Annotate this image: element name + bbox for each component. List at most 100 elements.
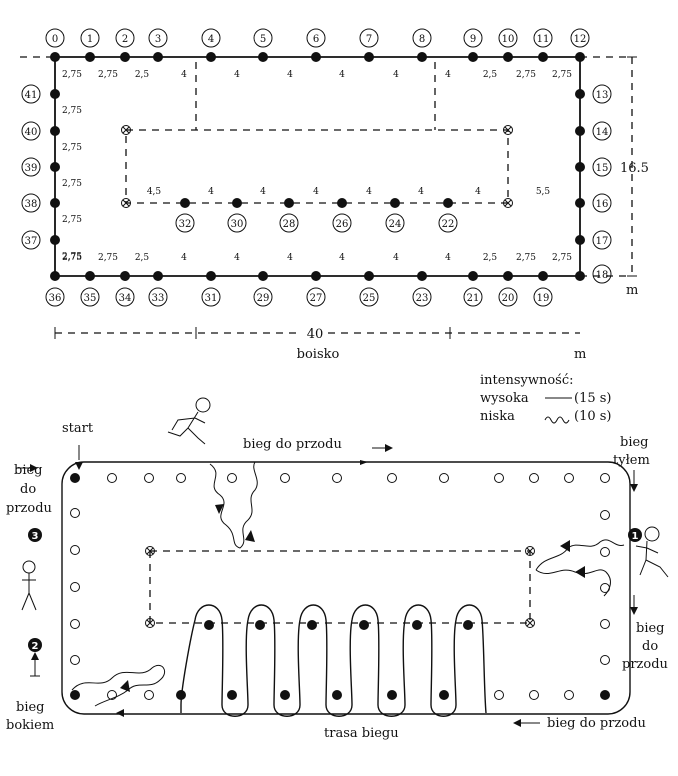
cone-16 <box>575 198 585 208</box>
svg-text:3: 3 <box>32 531 39 542</box>
cone-open <box>332 473 342 483</box>
cone-filled <box>439 690 449 700</box>
svg-text:23: 23 <box>416 293 429 304</box>
cone-filled <box>204 620 214 630</box>
label-4: 4 <box>201 28 221 48</box>
cone-7 <box>364 52 374 62</box>
label-24: 24 <box>385 213 405 233</box>
cone-29 <box>258 271 268 281</box>
cone-6 <box>311 52 321 62</box>
svg-text:15: 15 <box>596 163 609 174</box>
cone-21 <box>468 271 478 281</box>
cone-33 <box>153 271 163 281</box>
intensity-legend: intensywność: wysoka (15 s) niska (10 s) <box>480 373 612 424</box>
dist-left-4: 2,75 <box>62 252 82 262</box>
svg-text:4: 4 <box>208 34 214 45</box>
svg-text:2: 2 <box>122 34 128 45</box>
cone-open <box>70 508 80 518</box>
cone-13 <box>575 89 585 99</box>
cone-11 <box>538 52 548 62</box>
cone-1 <box>85 52 95 62</box>
label-back-2: tyłem <box>613 453 650 468</box>
bottom-route-diagram: 1 3 2 start bieg do przodu bieg do przod… <box>6 397 669 741</box>
cone-open <box>70 655 80 665</box>
cone-3 <box>153 52 163 62</box>
label-forward-left-1: bieg <box>14 463 43 478</box>
label-27: 27 <box>306 287 326 307</box>
width-value: 16.5 <box>620 161 649 176</box>
dist-left-0: 2,75 <box>62 106 82 116</box>
cone-start <box>70 473 80 483</box>
cone-filled <box>332 690 342 700</box>
arrow-down-icon <box>630 484 638 492</box>
dist-top-4: 4 <box>234 70 240 80</box>
cone-27 <box>311 271 321 281</box>
label-11: 11 <box>533 28 553 48</box>
length-value: 40 <box>307 327 324 342</box>
cone-12 <box>575 52 585 62</box>
dist-bottom-6: 4 <box>339 253 345 263</box>
svg-text:25: 25 <box>363 293 376 304</box>
cone-open <box>144 473 154 483</box>
svg-text:17: 17 <box>596 236 609 247</box>
dist-bottom-2: 2,5 <box>135 253 150 263</box>
label-28: 28 <box>279 213 299 233</box>
svg-text:41: 41 <box>25 90 38 101</box>
svg-text:40: 40 <box>25 127 38 138</box>
label-35: 35 <box>80 287 100 307</box>
cone-9 <box>468 52 478 62</box>
dist-left-2: 2,75 <box>62 179 82 189</box>
cone-open <box>439 473 449 483</box>
svg-text:5: 5 <box>260 34 266 45</box>
cone-40 <box>50 126 60 136</box>
svg-text:33: 33 <box>152 293 165 304</box>
wavy-path-right <box>535 539 625 597</box>
cone-open <box>529 473 539 483</box>
cross-marker <box>525 618 535 628</box>
label-forward-top: bieg do przodu <box>243 437 342 452</box>
dist-left-3: 2,75 <box>62 215 82 225</box>
svg-text:14: 14 <box>596 127 609 138</box>
label-forward-bottom: bieg do przodu <box>547 716 646 731</box>
cross-marker <box>121 125 131 135</box>
cone-0 <box>50 52 60 62</box>
label-23: 23 <box>412 287 432 307</box>
cone-18 <box>575 271 585 281</box>
svg-text:32: 32 <box>179 219 192 230</box>
svg-text:39: 39 <box>25 163 38 174</box>
marker-1: 1 <box>628 528 642 542</box>
label-38: 38 <box>21 193 41 213</box>
label-26: 26 <box>332 213 352 233</box>
label-32: 32 <box>175 213 195 233</box>
cone-open <box>70 582 80 592</box>
svg-text:9: 9 <box>470 34 476 45</box>
label-25: 25 <box>359 287 379 307</box>
legend-low: niska <box>480 409 515 424</box>
cone-34 <box>120 271 130 281</box>
cone-filled <box>307 620 317 630</box>
svg-text:20: 20 <box>502 293 515 304</box>
label-39: 39 <box>21 157 41 177</box>
arrow-left-icon <box>513 719 521 727</box>
top-row-dots <box>50 52 585 62</box>
cone-41 <box>50 89 60 99</box>
label-13: 13 <box>592 84 612 104</box>
runner-figure-left <box>21 560 37 611</box>
cone-open <box>494 690 504 700</box>
dist-mid-0: 4,5 <box>147 187 162 197</box>
label-5: 5 <box>253 28 273 48</box>
svg-text:29: 29 <box>257 293 270 304</box>
cone-open <box>70 619 80 629</box>
svg-text:13: 13 <box>596 90 609 101</box>
svg-text:10: 10 <box>502 34 515 45</box>
cone-38 <box>50 198 60 208</box>
slalom-path <box>180 604 487 717</box>
middle-row: 32 30 28 26 24 22 4,5 4 4 4 4 4 4 5,5 <box>147 187 550 233</box>
cone-open <box>600 619 610 629</box>
label-33: 33 <box>148 287 168 307</box>
arrow-left-icon <box>560 540 570 552</box>
svg-text:3: 3 <box>155 34 161 45</box>
dist-bottom-3: 4 <box>181 253 187 263</box>
label-0: 0 <box>45 28 65 48</box>
